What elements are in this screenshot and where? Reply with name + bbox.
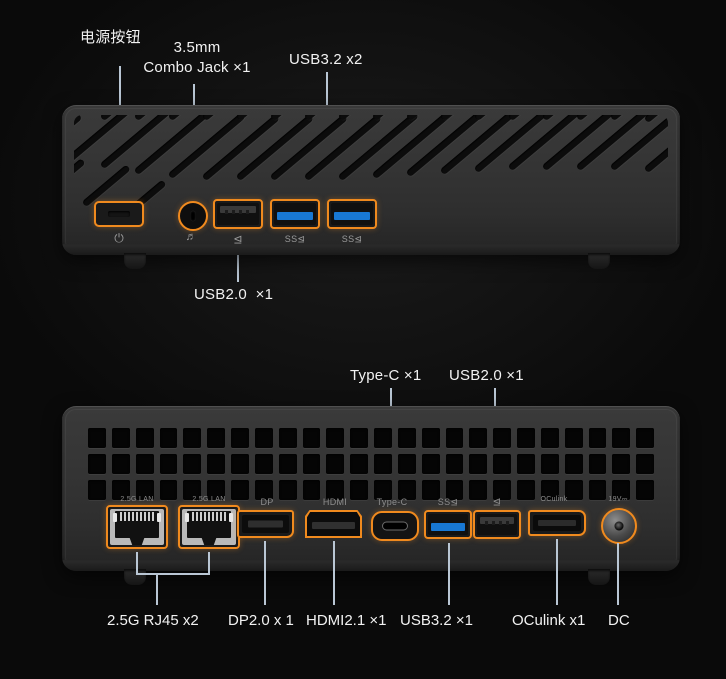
ss-usb-icon-front-2: SS⊴ <box>341 234 363 244</box>
leader-line-usb20 <box>237 230 239 282</box>
usb-a-3-port-front-2[interactable] <box>327 199 377 229</box>
rj45-port-2[interactable] <box>178 505 240 549</box>
audio-combo-jack[interactable] <box>178 201 208 231</box>
callout-usb20-x1: USB2.0 ×1 <box>194 286 274 303</box>
usb-a-2-port-rear[interactable] <box>473 510 521 539</box>
usb-a-3-port-rear[interactable] <box>424 510 472 539</box>
rj45-port-1[interactable] <box>106 505 168 549</box>
headphone-icon: ♬ <box>185 231 197 243</box>
callout-type-c: Type-C ×1 <box>350 367 422 384</box>
callout-rear-usb20: USB2.0 ×1 <box>449 367 524 384</box>
label-ss-usb: SS⊴ <box>437 497 459 507</box>
callout-dc: DC <box>608 612 630 629</box>
callout-power-button: 电源按钮 <box>80 29 141 46</box>
label-dc-voltage: 19V⎓ <box>608 496 628 503</box>
leader-usb32-rear <box>448 543 450 605</box>
power-icon: ⏻ <box>114 231 124 245</box>
callout-rj45: 2.5G RJ45 x2 <box>107 612 199 629</box>
label-usb-20: ⊴ <box>492 497 502 508</box>
usb-a-3-port-front-1[interactable] <box>270 199 320 229</box>
callout-oculink: OCulink x1 <box>512 612 586 629</box>
rear-chassis <box>62 406 680 571</box>
oculink-port[interactable] <box>528 510 586 536</box>
label-dp: DP <box>260 497 274 507</box>
usb-type-c-port[interactable] <box>371 511 419 541</box>
hdmi-port[interactable] <box>305 510 362 538</box>
dc-power-jack[interactable] <box>601 508 637 544</box>
label-hdmi: HDMI <box>322 497 348 507</box>
leader-dp <box>264 541 266 605</box>
front-chassis <box>62 105 680 255</box>
label-type-c: Type-C <box>376 497 408 507</box>
front-foot-right <box>588 253 610 269</box>
rear-foot-right <box>588 569 610 585</box>
label-oculink: OCulink <box>540 496 568 503</box>
callout-hdmi: HDMI2.1 ×1 <box>306 612 387 629</box>
rear-vent-grid <box>88 428 654 500</box>
rear-foot-left <box>124 569 146 585</box>
leader-hdmi <box>333 541 335 605</box>
callout-combo-jack: 3.5mm Combo Jack ×1 <box>143 39 251 76</box>
leader-rj45-right <box>208 552 210 574</box>
ss-usb-icon-front-1: SS⊴ <box>284 234 306 244</box>
leader-dc <box>617 543 619 605</box>
callout-dp: DP2.0 x 1 <box>228 612 294 629</box>
leader-rj45-bracket <box>136 573 210 575</box>
leader-rj45-stem <box>156 573 158 605</box>
usb-icon-front-20: ⊴ <box>233 234 243 246</box>
leader-rj45-left <box>136 552 138 574</box>
label-lan-1: 2.5G LAN <box>120 496 154 503</box>
front-foot-left <box>124 253 146 269</box>
callout-usb32-rear: USB3.2 ×1 <box>400 612 473 629</box>
callout-usb32-x2: USB3.2 x2 <box>289 51 363 68</box>
leader-oculink <box>556 539 558 605</box>
usb-a-2-port-front[interactable] <box>213 199 263 229</box>
label-lan-2: 2.5G LAN <box>192 496 226 503</box>
power-button[interactable] <box>94 201 144 227</box>
displayport-port[interactable] <box>237 510 294 538</box>
